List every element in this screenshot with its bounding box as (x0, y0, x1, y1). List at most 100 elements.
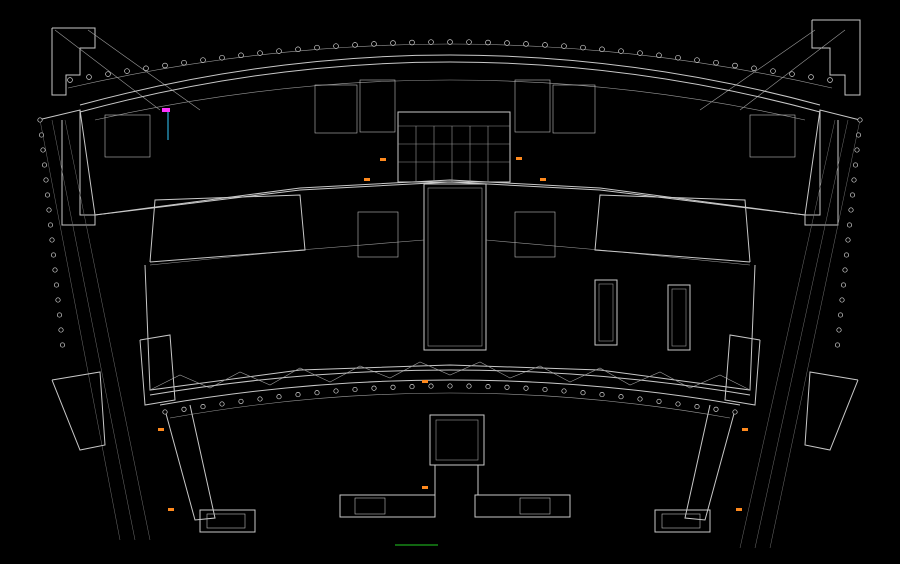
axis-bubble (523, 41, 529, 47)
lower-right-wing (654, 334, 859, 533)
axis-bubble (371, 385, 377, 391)
axis-bubble (580, 390, 586, 396)
axis-bubble (67, 77, 73, 83)
axis-bubble (238, 398, 244, 404)
stair-cores (104, 79, 796, 258)
axis-bubble (409, 39, 415, 46)
dimension-marks (79, 60, 821, 399)
top-arc-band (67, 43, 833, 121)
axis-bubble (47, 222, 54, 228)
axis-bubble (390, 384, 396, 390)
axis-bubble (200, 57, 206, 63)
axis-bubble (618, 394, 624, 400)
axis-bubble (504, 40, 510, 46)
axis-bubble (428, 383, 434, 389)
axis-bubble (352, 42, 358, 48)
axis-bubble (53, 282, 60, 288)
axis-bubble (561, 43, 567, 49)
axis-bubble (276, 48, 282, 54)
axis-bubble (200, 404, 206, 410)
axis-bubble (827, 77, 833, 83)
axis-bubble (43, 177, 49, 183)
axis-bubble (333, 388, 339, 394)
axis-bubble (181, 59, 187, 66)
axis-bubble (52, 267, 58, 273)
axis-bubble (675, 54, 681, 61)
axis-bubble (837, 312, 844, 318)
axis-bubble (599, 392, 605, 398)
axis-bubble (637, 50, 643, 56)
axis-bubble (523, 385, 529, 391)
axis-bubble (848, 207, 854, 213)
axis-bubble (751, 65, 757, 72)
axis-bubble (675, 401, 681, 407)
axis-bubble (41, 162, 48, 168)
axis-bubble (789, 71, 795, 77)
axis-bubble (49, 237, 55, 243)
axis-bubble (352, 386, 358, 393)
bottom-entrance (339, 414, 571, 518)
axis-bubble (656, 398, 662, 404)
axis-bubble (561, 388, 567, 394)
color-accents (158, 108, 748, 546)
axis-bubble (637, 396, 643, 402)
axis-bubble (713, 59, 719, 66)
axis-bubble (38, 132, 45, 138)
axis-bubble (542, 386, 548, 393)
axis-bubble (857, 117, 863, 123)
left-wing-outline (37, 27, 201, 541)
axis-bubble (50, 252, 57, 258)
axis-bubble (314, 44, 320, 51)
axis-bubble (276, 394, 282, 400)
axis-bubble (295, 392, 301, 398)
axis-bubble (181, 406, 187, 412)
axis-bubble (846, 222, 853, 228)
axis-bubble (839, 297, 845, 303)
axis-bubble (447, 39, 453, 45)
axis-bubble (694, 57, 700, 63)
axis-bubble (295, 46, 301, 53)
axis-bubble (694, 404, 700, 410)
axis-bubble (618, 48, 624, 54)
axis-bubble (466, 39, 472, 45)
axis-bubble (842, 267, 848, 273)
axis-bubble (849, 192, 856, 198)
axis-bubble (257, 396, 263, 402)
axis-bubble (808, 74, 814, 80)
axis-bubble (770, 68, 776, 74)
axis-bubble (504, 384, 510, 390)
axis-bubble (854, 147, 860, 153)
lower-arc-band (149, 369, 751, 419)
axis-bubble (390, 40, 396, 46)
axis-bubble (466, 383, 472, 389)
right-wing-outline (699, 19, 861, 549)
middle-hall (144, 194, 756, 391)
axis-bubble (58, 327, 64, 333)
axis-bubble (852, 162, 859, 168)
axis-bubble (143, 65, 149, 72)
axis-bubble (840, 282, 847, 288)
axis-bubble (447, 383, 453, 389)
axis-bubble (105, 71, 111, 77)
axis-bubble (56, 312, 63, 318)
lower-left-wing (51, 334, 256, 533)
axis-bubble (37, 117, 43, 123)
axis-bubble (851, 177, 857, 183)
axis-bubble (162, 409, 168, 415)
axis-bubble (843, 252, 850, 258)
axis-bubble (485, 39, 491, 46)
axis-bubble (257, 50, 263, 56)
axis-bubble (409, 384, 415, 390)
axis-bubble (599, 46, 605, 53)
axis-bubble (656, 52, 662, 59)
zigzag-roof-line (149, 361, 751, 391)
axis-bubble (314, 390, 320, 396)
axis-bubble (219, 54, 225, 61)
axis-bubble (845, 237, 851, 243)
axis-bubbles (37, 39, 863, 415)
axis-bubble (855, 132, 862, 138)
central-atrium (423, 183, 487, 351)
axis-bubble (55, 297, 61, 303)
